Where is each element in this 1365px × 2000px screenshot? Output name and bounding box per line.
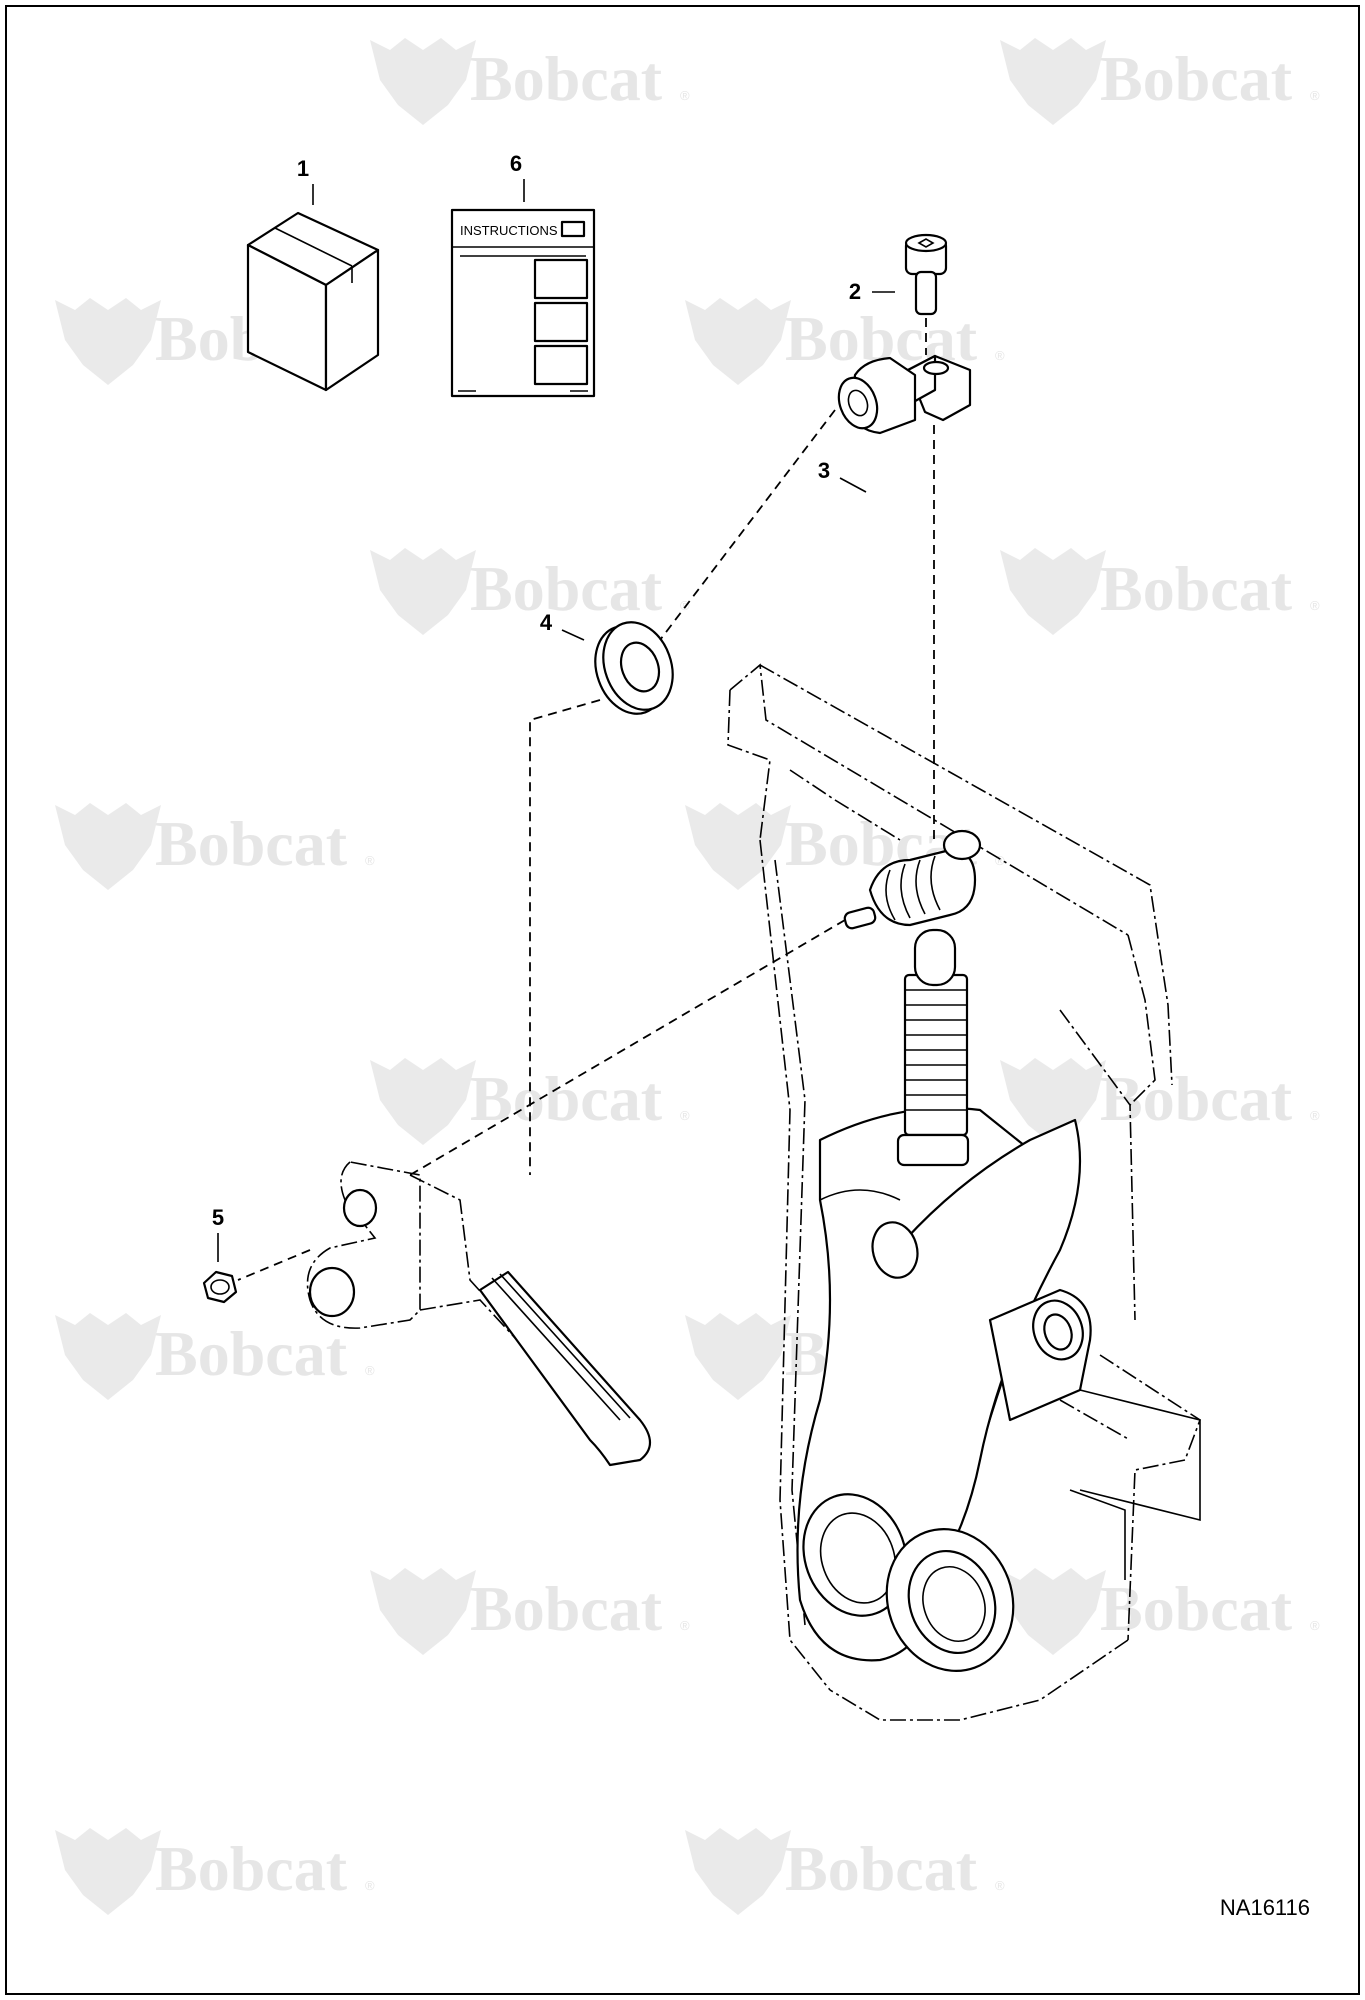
watermark-brand: Bobcat [1100, 1063, 1293, 1134]
latch-pin [843, 829, 982, 930]
instructions-title: INSTRUCTIONS [460, 223, 558, 238]
watermark-registered-mark: ® [365, 853, 375, 868]
watermark-logo: Bobcat ® [1000, 1058, 1320, 1145]
watermark-brand: Bobcat [155, 808, 348, 879]
part-instructions-sheet: INSTRUCTIONS [450, 208, 596, 398]
watermark-brand: Bobcat [785, 1833, 978, 1904]
watermark-brand: Bobcat [155, 1833, 348, 1904]
watermark-registered-mark: ® [1310, 1618, 1320, 1633]
watermark-layer: Bobcat®Bobcat®Bobcat®Bobcat®Bobcat®Bobca… [55, 38, 1320, 1915]
figure-id: NA16116 [1220, 1895, 1310, 1920]
watermark-registered-mark: ® [995, 853, 1005, 868]
callout-4: 4 [540, 610, 553, 635]
spring [896, 928, 970, 1167]
watermark-registered-mark: ® [1310, 88, 1320, 103]
bobcat-head-icon [685, 1313, 791, 1400]
watermark-registered-mark: ® [1310, 598, 1320, 613]
watermark-logo: Bobcat ® [55, 1828, 375, 1915]
callout-1: 1 [297, 156, 309, 181]
watermark-brand: Bobcat [1100, 1573, 1293, 1644]
loader-arm-assembly [727, 663, 1201, 1721]
watermark-logo: Bobcat ® [370, 38, 690, 125]
callout-3: 3 [818, 458, 830, 483]
part-box [246, 211, 380, 392]
part-nut [202, 1270, 238, 1304]
watermark-logo: Bobcat ® [685, 1828, 1005, 1915]
watermark-logo: Bobcat ® [1000, 38, 1320, 125]
bobcat-head-icon [1000, 1058, 1106, 1145]
bobcat-head-icon [1000, 548, 1106, 635]
watermark-registered-mark: ® [680, 88, 690, 103]
bobcat-head-icon [55, 298, 161, 385]
callout-6: 6 [510, 151, 522, 176]
bobcat-head-icon [55, 1828, 161, 1915]
part-washer [594, 621, 674, 715]
bobcat-head-icon [685, 803, 791, 890]
diagram-frame [5, 5, 1360, 1995]
bobcat-head-icon [685, 298, 791, 385]
bobcat-head-icon [370, 548, 476, 635]
assembly-guide-lines [237, 318, 935, 1281]
watermark-brand: Bobcat [470, 553, 663, 624]
watermark-logo: Bobcat ® [370, 548, 690, 635]
watermark-registered-mark: ® [680, 1108, 690, 1123]
watermark-registered-mark: ® [1310, 1108, 1320, 1123]
watermark-brand: Bobcat [470, 1573, 663, 1644]
part-bolt [904, 233, 948, 316]
watermark-logo: Bobcat ® [370, 1568, 690, 1655]
bobcat-head-icon [55, 803, 161, 890]
watermark-brand: Bobcat [1100, 43, 1293, 114]
watermark-brand: Bobcat [470, 1063, 663, 1134]
watermark-logo: Bobcat ® [55, 803, 375, 890]
watermark-brand: Bobcat [1100, 553, 1293, 624]
watermark-brand: Bobcat [470, 43, 663, 114]
watermark-registered-mark: ® [995, 1878, 1005, 1893]
watermark-registered-mark: ® [365, 1363, 375, 1378]
watermark-registered-mark: ® [680, 598, 690, 613]
bobcat-head-icon [55, 1313, 161, 1400]
watermark-registered-mark: ® [365, 1878, 375, 1893]
callout-layer: 1 6 2 3 4 5 [212, 151, 895, 1262]
bobcat-head-icon [1000, 38, 1106, 125]
bobcat-head-icon [685, 1828, 791, 1915]
watermark-logo: Bobcat ® [1000, 548, 1320, 635]
bobcat-head-icon [370, 1058, 476, 1145]
watermark-logo: Bobcat ® [1000, 1568, 1320, 1655]
callout-2: 2 [849, 279, 861, 304]
lever-handle [306, 1161, 652, 1467]
callout-5: 5 [212, 1205, 224, 1230]
watermark-registered-mark: ® [995, 348, 1005, 363]
watermark-registered-mark: ® [680, 1618, 690, 1633]
bobcat-head-icon [370, 1568, 476, 1655]
part-bracket [837, 354, 972, 435]
bobcat-head-icon [1000, 1568, 1106, 1655]
watermark-brand: Bobcat [155, 1318, 348, 1389]
watermark-logo: Bobcat ® [370, 1058, 690, 1145]
bobcat-head-icon [370, 38, 476, 125]
watermark-logo: Bobcat ® [55, 1313, 375, 1400]
